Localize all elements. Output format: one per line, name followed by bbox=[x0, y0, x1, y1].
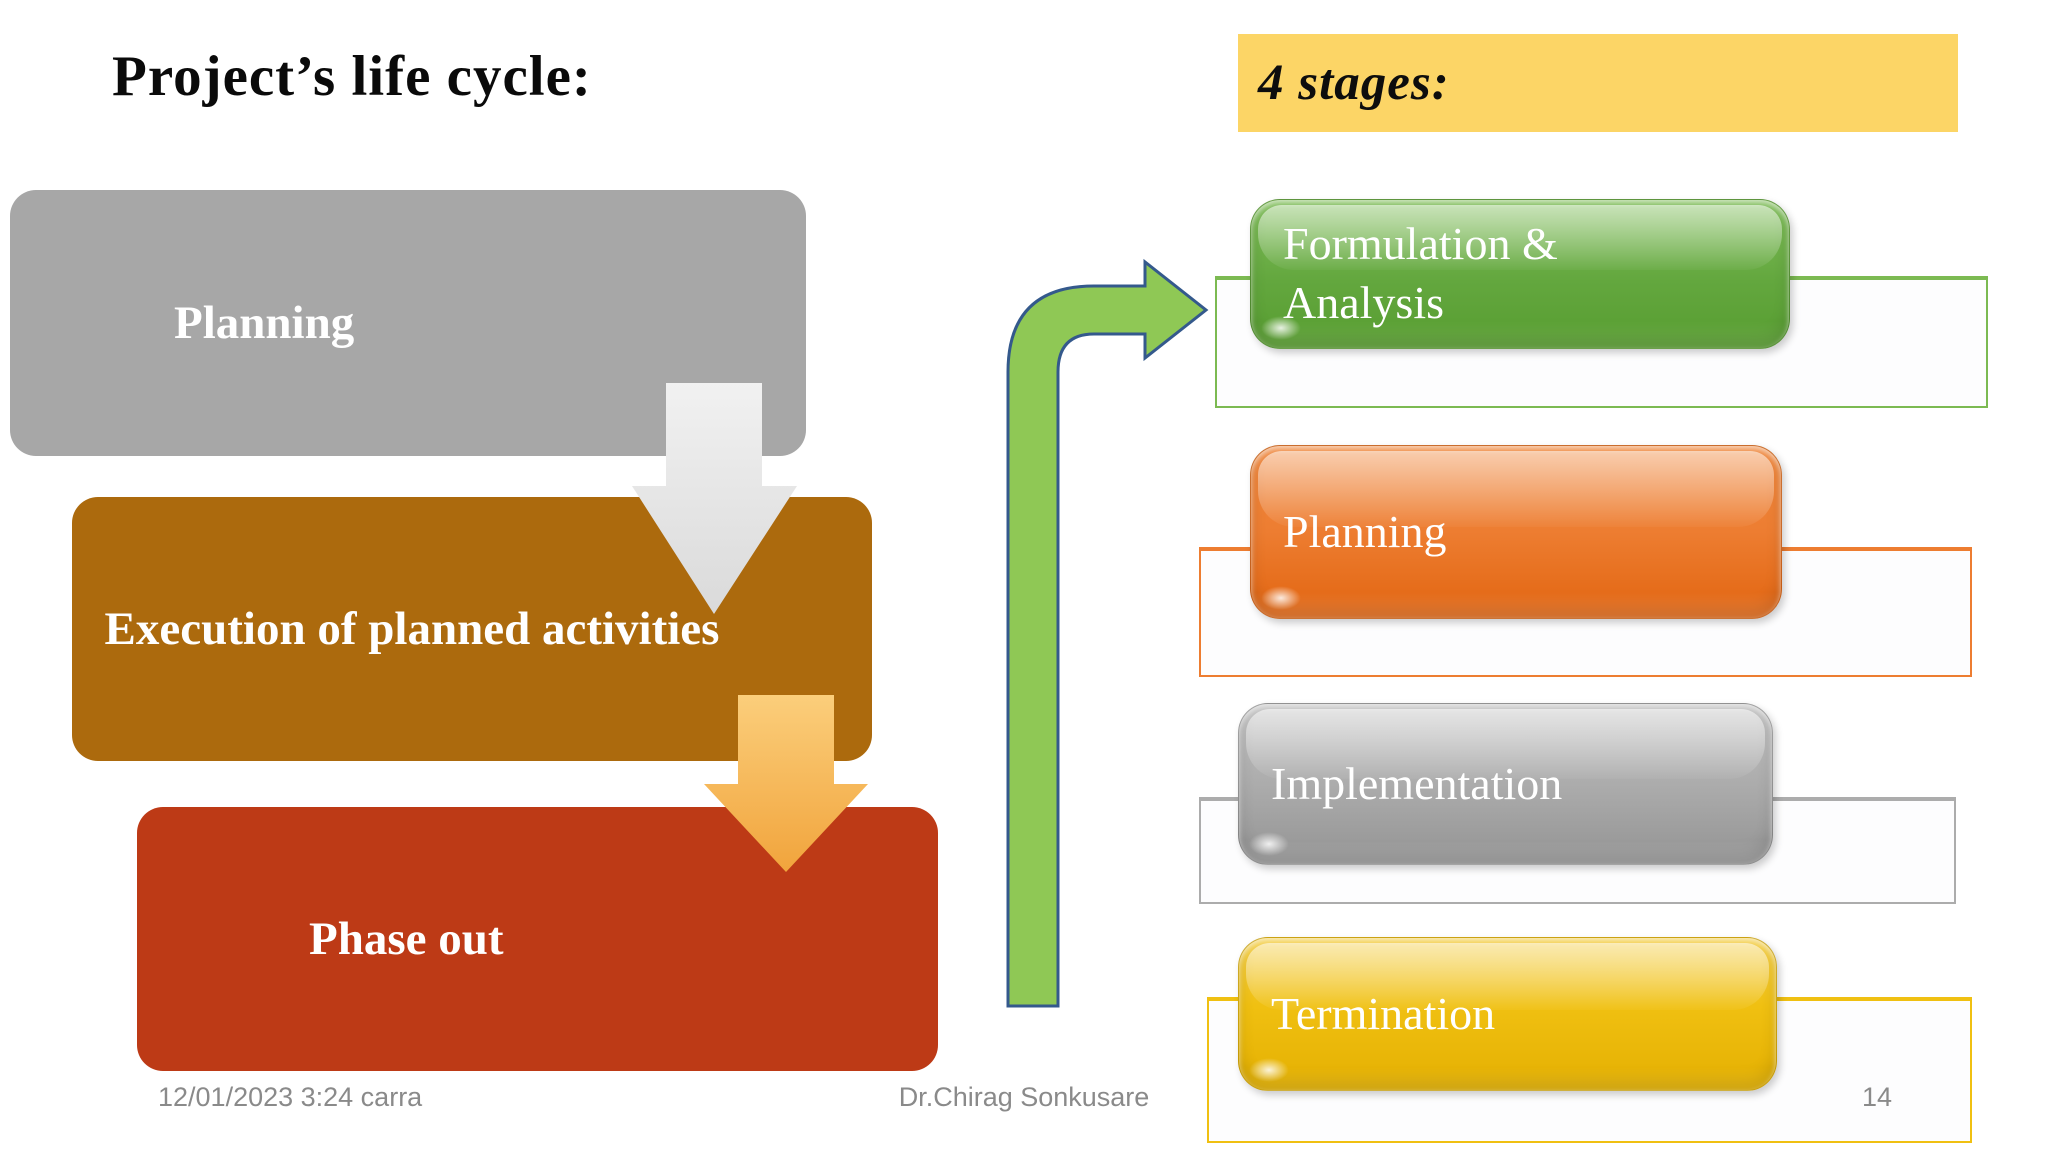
flow-box-phase-out: Phase out bbox=[137, 807, 938, 1071]
footer-datetime: 12/01/2023 3:24 carra bbox=[158, 1082, 423, 1112]
flow-box-execution: Execution of planned activities bbox=[72, 497, 872, 761]
stages-header-label: 4 stages: bbox=[1258, 55, 1450, 111]
footer-page-number: 14 bbox=[1862, 1082, 1893, 1112]
stage-button-formulation: Formulation & Analysis bbox=[1250, 199, 1790, 349]
flow-box-planning-label: Planning bbox=[174, 297, 355, 349]
stage-label-planning: Planning bbox=[1283, 505, 1447, 557]
footer-author: Dr.Chirag Sonkusare bbox=[898, 1082, 1150, 1112]
stage-button-implementation: Implementation bbox=[1238, 703, 1773, 865]
stage-button-termination: Termination bbox=[1238, 937, 1777, 1091]
stages-header-bar: 4 stages: bbox=[1238, 34, 1958, 132]
stage-label-termination: Termination bbox=[1271, 987, 1496, 1039]
stage-button-planning: Planning bbox=[1250, 445, 1782, 619]
stage-label-implementation: Implementation bbox=[1271, 757, 1563, 809]
page-title: Project’s life cycle: bbox=[112, 45, 592, 108]
flow-box-phase-out-label: Phase out bbox=[309, 913, 504, 965]
flow-box-planning: Planning bbox=[10, 190, 806, 456]
flow-box-execution-label: Execution of planned activities bbox=[104, 602, 720, 655]
bent-up-right-arrow-icon bbox=[1006, 258, 1209, 1008]
stage-label-formulation: Formulation & Analysis bbox=[1283, 218, 1558, 328]
